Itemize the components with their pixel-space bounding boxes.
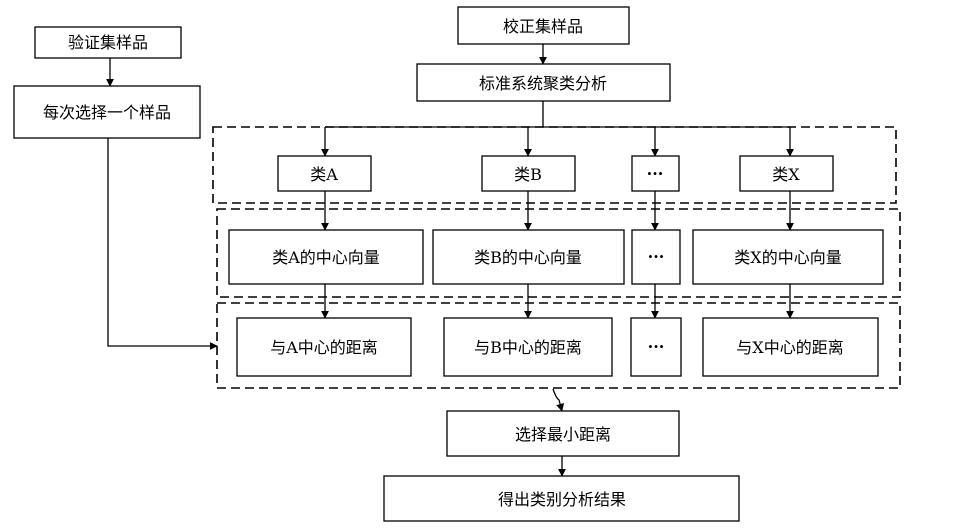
select-min-label: 选择最小距离	[515, 425, 611, 444]
center-group-frame	[216, 208, 901, 298]
result-label: 得出类别分析结果	[498, 490, 626, 509]
cluster-analysis-node: 标准系统聚类分析	[416, 63, 671, 102]
arrow-distances-to-select-min	[552, 388, 564, 412]
class-x-node: 类X	[739, 155, 834, 192]
calibration-set-label: 校正集样品	[503, 17, 583, 36]
distance-ellipsis-label: ···	[648, 337, 665, 356]
class-ellipsis-label: ···	[647, 164, 664, 183]
center-x-label: 类X的中心向量	[734, 248, 841, 267]
connectors	[106, 44, 794, 477]
result-node: 得出类别分析结果	[383, 475, 740, 522]
cluster-analysis-label: 标准系统聚类分析	[479, 74, 607, 93]
select-min-node: 选择最小距离	[446, 410, 680, 457]
calibration-set-node: 校正集样品	[457, 6, 630, 45]
distance-x-label: 与X中心的距离	[736, 338, 843, 357]
center-a-label: 类A的中心向量	[272, 248, 380, 267]
center-a-node: 类A的中心向量	[228, 229, 424, 285]
center-ellipsis-node: ···	[631, 229, 681, 285]
distance-b-label: 与B中心的距离	[474, 338, 582, 357]
distance-a-node: 与A中心的距离	[236, 317, 412, 377]
distance-x-node: 与X中心的距离	[702, 317, 879, 377]
distance-a-label: 与A中心的距离	[270, 338, 378, 357]
center-b-label: 类B的中心向量	[474, 248, 582, 267]
class-a-node: 类A	[277, 155, 372, 192]
center-b-node: 类B的中心向量	[432, 229, 625, 285]
center-ellipsis-label: ···	[648, 247, 665, 266]
distance-ellipsis-node: ···	[630, 317, 682, 377]
validation-set-node: 验证集样品	[34, 26, 182, 59]
class-ellipsis-node: ···	[631, 155, 680, 192]
class-b-label: 类B	[514, 165, 542, 184]
class-x-label: 类X	[772, 165, 800, 184]
class-b-node: 类B	[481, 155, 576, 192]
arrow-sample-to-distance-group	[107, 138, 218, 350]
each-sample-label: 每次选择一个样品	[43, 103, 171, 122]
class-a-label: 类A	[310, 165, 338, 184]
center-x-node: 类X的中心向量	[692, 229, 884, 285]
validation-set-label: 验证集样品	[68, 33, 148, 52]
distance-b-node: 与B中心的距离	[443, 317, 613, 377]
distance-group-frame	[216, 302, 901, 389]
each-sample-node: 每次选择一个样品	[13, 85, 201, 139]
